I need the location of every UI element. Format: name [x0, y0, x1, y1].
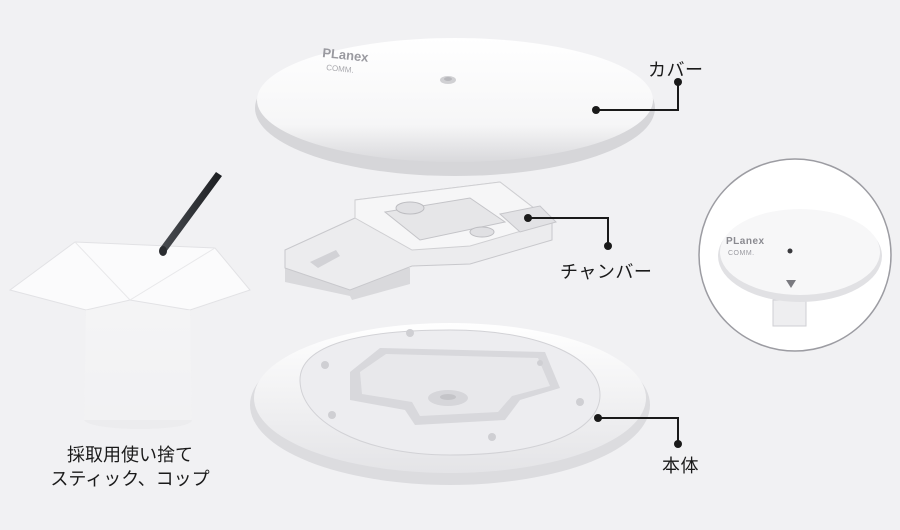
cup-caption-line2: スティック、コップ	[50, 469, 210, 490]
inset-brand-sub: COMM.	[728, 250, 755, 257]
inset-brand-logo: PLanex	[726, 236, 765, 247]
leader-dots	[524, 78, 682, 448]
leader-lines	[528, 82, 679, 444]
cup-caption: 採取用使い捨て スティック、コップ	[20, 444, 240, 492]
chamber-part	[284, 181, 557, 300]
assembled-device-inset	[698, 158, 892, 352]
cup-caption-line1: 採取用使い捨て	[67, 445, 193, 466]
label-cover: カバー	[648, 60, 704, 81]
disposable-cup	[8, 241, 251, 429]
body-part	[250, 323, 650, 485]
cover-brand-logo: PLanex	[322, 45, 370, 65]
cover-brand-sub: COMM.	[326, 63, 354, 75]
cover-part: PLanex COMM.	[255, 38, 655, 176]
label-chamber: チャンバー	[560, 262, 653, 283]
label-body: 本体	[662, 456, 699, 477]
disposable-stick	[159, 172, 222, 256]
